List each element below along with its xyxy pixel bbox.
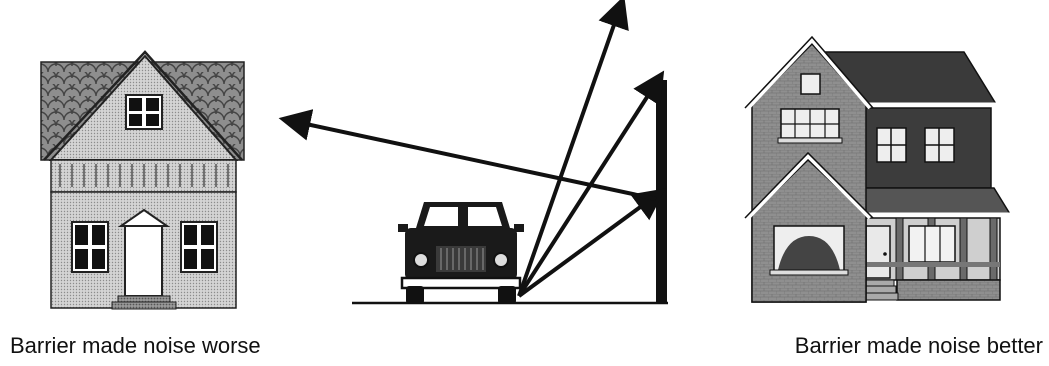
right-house-porch-roof — [856, 188, 1010, 214]
right-house-upper-window-2 — [925, 128, 954, 162]
left-house — [41, 52, 244, 309]
left-house-attic-window — [126, 95, 162, 129]
right-house-bay-window — [770, 226, 848, 275]
right-house-upper-window-1 — [877, 128, 906, 162]
wheel-right — [498, 286, 516, 304]
left-house-window-left — [72, 222, 108, 272]
right-house-porch-window — [909, 226, 955, 262]
caption-noise-worse: Barrier made noise worse — [10, 333, 261, 359]
headlight-left — [414, 253, 428, 267]
caption-noise-better: Barrier made noise better — [795, 333, 1043, 359]
wheel-left — [406, 286, 424, 304]
right-house-wing-upper-window — [781, 109, 839, 138]
sound-ray-steep — [519, 22, 615, 296]
right-house — [745, 37, 1012, 302]
left-house-window-right — [181, 222, 217, 272]
vehicle — [398, 202, 524, 304]
headlight-right — [494, 253, 508, 267]
noise-barrier — [656, 80, 667, 304]
sound-ray-barrier-low — [519, 205, 643, 296]
